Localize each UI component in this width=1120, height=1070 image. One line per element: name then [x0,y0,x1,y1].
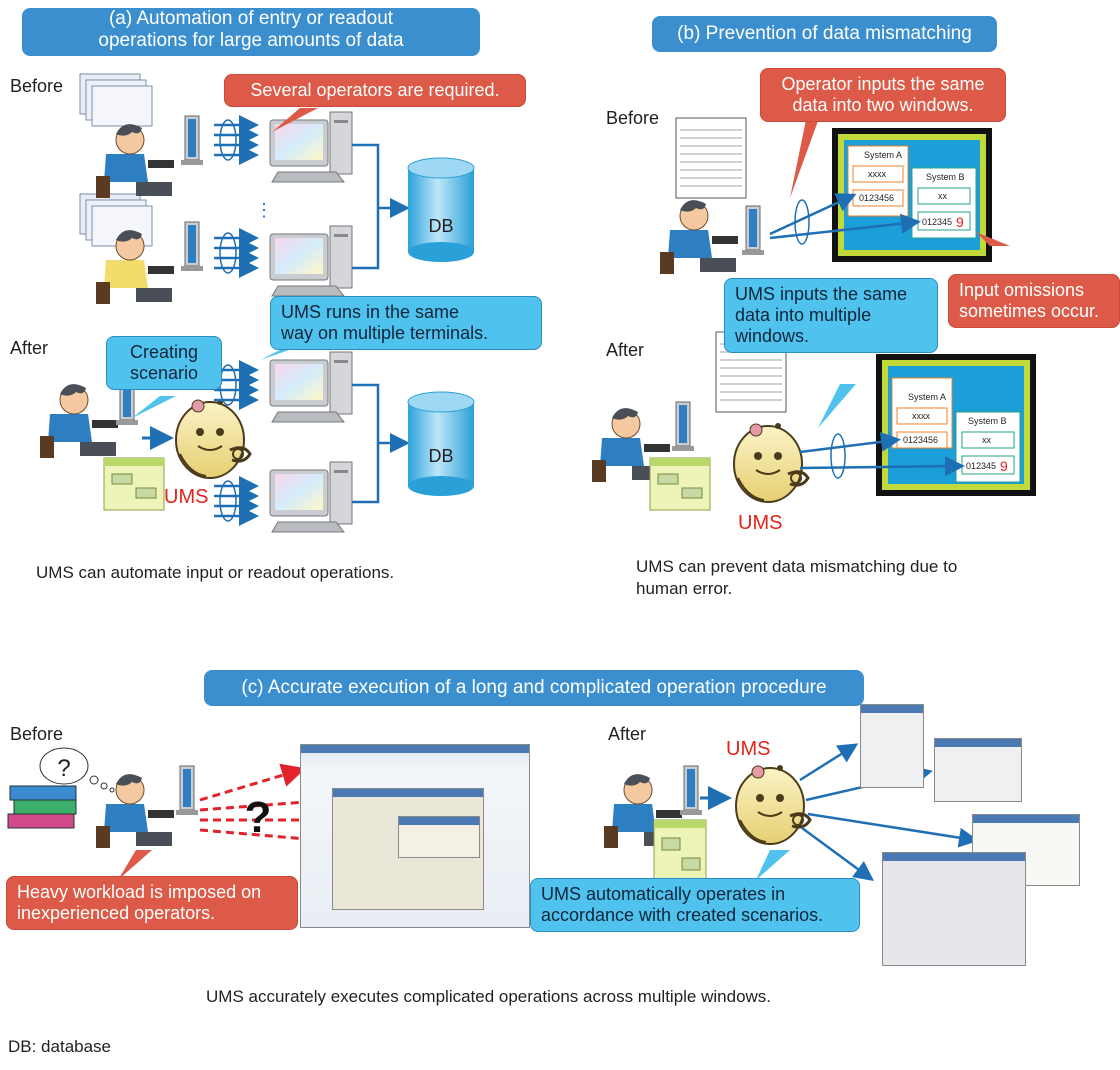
svg-text:System B: System B [968,416,1007,426]
mismatch-digit: 9 [956,214,964,230]
form-window-screenshot [860,704,924,788]
operator-icon [39,383,119,459]
scenario-sheet-icon [649,457,711,511]
spreadsheet-stack-icon [79,73,153,127]
svg-text:xx: xx [982,435,992,445]
field-xxxx: xxxx [868,169,887,179]
ums-inputs-bubble: UMS inputs the same data into multiple w… [724,278,938,353]
before-label: Before [10,724,64,744]
operator-icon [95,123,175,199]
computer-icon [269,111,353,183]
ums-multiple-terminals-bubble: UMS runs in the same way on multiple ter… [270,296,542,350]
form-window-screenshot [934,738,1022,802]
ums-label: UMS [738,512,783,534]
svg-text:xxxx: xxxx [912,411,931,421]
ums-label: UMS [164,486,209,508]
ums-label: UMS [726,738,771,760]
ums-automatic-bubble: UMS automatically operates in accordance… [530,878,860,932]
panel-c-caption: UMS accurately executes complicated oper… [206,987,772,1006]
before-label: Before [606,108,660,128]
panel-b-title: (b) Prevention of data mismatching [652,16,997,52]
database-cylinder-icon [407,157,475,262]
data-sheet-icon [675,117,747,199]
books-icon [7,785,77,829]
svg-text:?: ? [245,793,272,842]
system-b-label: System B [926,172,965,182]
operator-icon [95,773,175,849]
map-window-screenshot [882,852,1026,966]
after-label: After [606,340,645,360]
field-xx: xx [938,191,948,201]
heavy-workload-bubble: Heavy workload is imposed on inexperienc… [6,876,298,930]
field-mismatch: 012345 [922,217,952,227]
svg-text:0123456: 0123456 [903,435,938,445]
svg-text:9: 9 [1000,458,1008,474]
computer-icon [269,351,353,423]
panel-a-caption: UMS can automate input or readout operat… [36,563,395,582]
database-cylinder-icon [407,391,475,496]
ums-robot-icon [174,397,252,480]
field-value: 0123456 [859,193,894,203]
operator-inputs-bubble: Operator inputs the same data into two w… [760,68,1006,122]
after-label: After [608,724,647,744]
panel-a-title: (a) Automation of entry or readout opera… [22,8,480,56]
after-label: After [10,338,49,358]
dialog-window-screenshot [398,816,480,858]
db-label: DB [428,216,453,236]
db-label: DB [428,446,453,466]
system-a-label: System A [864,150,902,160]
several-operators-bubble: Several operators are required. [224,74,526,107]
panel-b-caption: UMS can prevent data mismatching due to … [636,557,958,598]
svg-text:System A: System A [908,392,946,402]
scenario-sheet-icon [103,457,165,511]
before-label: Before [10,76,64,96]
panel-b-graphics: System A xxxx 0123456 System B xx 012345… [591,110,1036,511]
question-icon: ? [57,755,70,782]
ellipsis: ⋮ [255,200,273,220]
computer-icon [269,461,353,533]
input-omissions-bubble: Input omissions sometimes occur. [948,274,1120,328]
creating-scenario-bubble: Creating scenario [106,336,222,390]
computer-icon [269,225,353,297]
panel-c-title: (c) Accurate execution of a long and com… [204,670,864,706]
svg-text:012345: 012345 [966,461,996,471]
thought-bubble-icon [39,747,115,793]
operator-icon [659,199,739,275]
ums-robot-icon [732,421,810,504]
ums-robot-icon [734,763,812,846]
footnote: DB: database [8,1037,112,1056]
